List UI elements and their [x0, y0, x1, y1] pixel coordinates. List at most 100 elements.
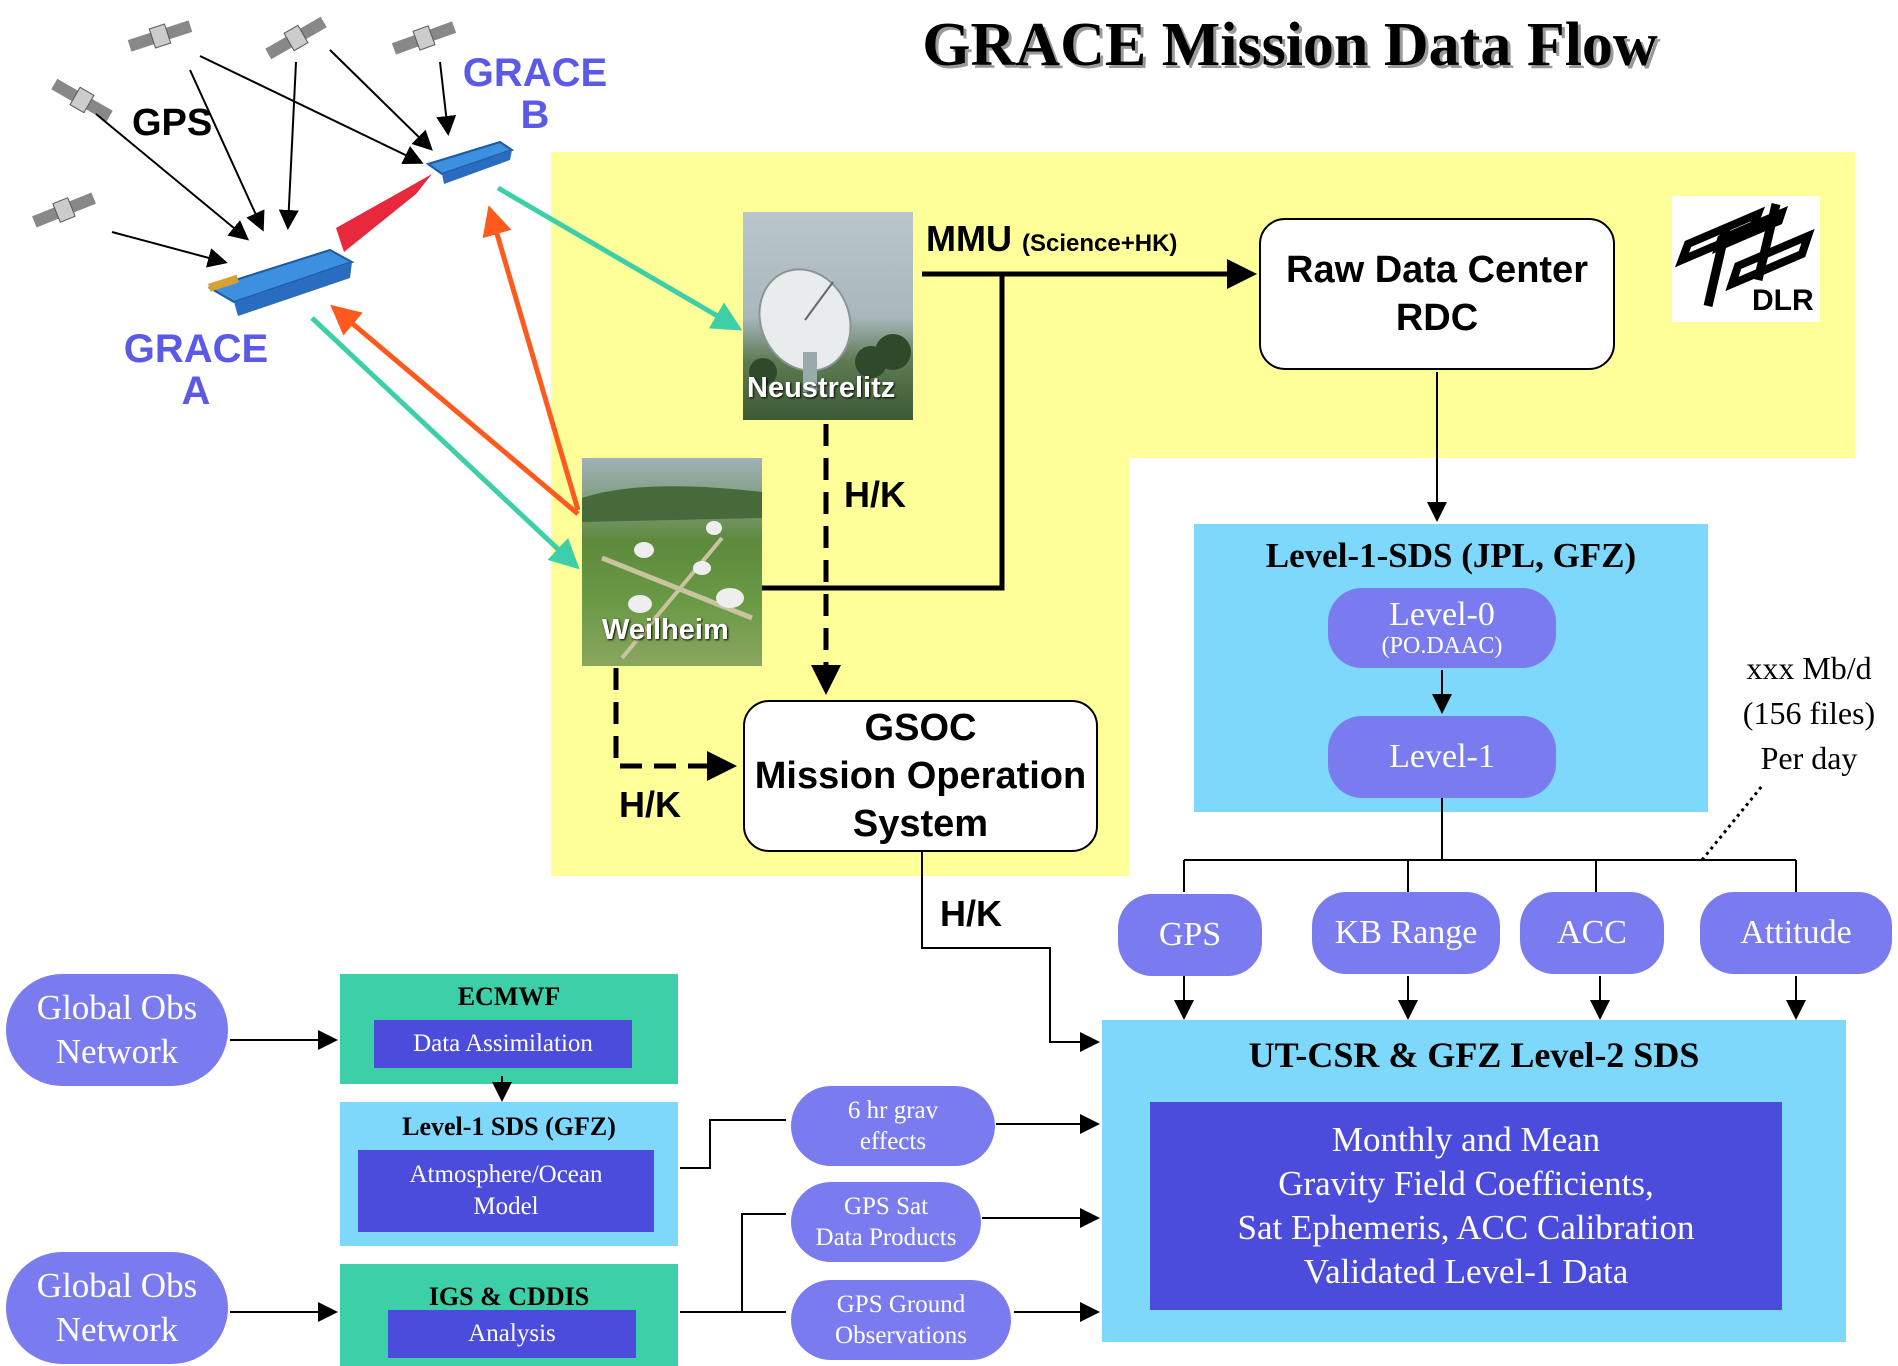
- hk-label-gsoc: H/K: [940, 893, 1002, 934]
- gsoc-line3: System: [852, 803, 989, 845]
- grace-a-label: GRACE A: [116, 328, 276, 412]
- igs-cddis-box: IGS & CDDIS Analysis: [340, 1264, 678, 1366]
- grace-b-label: GRACE B: [460, 52, 610, 136]
- raw-data-center-box: Raw Data Center RDC: [1259, 218, 1615, 370]
- volume-note-pointer: [1700, 785, 1764, 861]
- level2-sds-box: UT-CSR & GFZ Level-2 SDS Monthly and Mea…: [1102, 1020, 1846, 1342]
- downlink-grace-a-weilheim: [310, 316, 580, 570]
- gps-satellite-icon: [265, 16, 327, 60]
- level2-title: UT-CSR & GFZ Level-2 SDS: [1248, 1035, 1700, 1075]
- level2-line1: Monthly and Mean: [1331, 1120, 1601, 1159]
- global-obs-network-1: Global Obs Network: [6, 974, 228, 1086]
- global-obs-1-line1: Global Obs: [36, 988, 198, 1027]
- level0-text: Level-0: [1389, 595, 1495, 633]
- gps-ground-observations-pill: GPS Ground Observations: [791, 1280, 1011, 1360]
- gps-satellite-icon: [391, 21, 457, 55]
- gps-satellite-icon: [51, 78, 113, 122]
- grace-b-line1: GRACE: [462, 51, 608, 95]
- inter-satellite-link: [336, 174, 432, 252]
- gsoc-box: GSOC Mission Operation System: [743, 700, 1098, 852]
- grav-effects-line2: effects: [859, 1128, 927, 1155]
- igs-inner-box: Analysis: [388, 1310, 636, 1358]
- global-obs-2-line2: Network: [55, 1310, 179, 1349]
- gps-satellite-icon: [127, 20, 193, 52]
- global-obs-1-line2: Network: [55, 1032, 179, 1071]
- hk-label-neustrelitz: H/K: [844, 474, 906, 515]
- product-gps-text: GPS: [1158, 916, 1222, 953]
- level1-gfz-inner-line1: Atmosphere/Ocean: [409, 1161, 603, 1188]
- grace-b-satellite-icon: [425, 140, 515, 184]
- ecmwf-inner-text: Data Assimilation: [413, 1030, 593, 1057]
- page-title: GRACE Mission Data Flow: [922, 11, 1658, 79]
- gps-satellite-icon: [32, 192, 96, 228]
- grace-b-line2: B: [520, 93, 550, 137]
- gps-signal-arrows: [95, 49, 457, 268]
- uplink-weilheim-grace-a: [330, 304, 580, 516]
- gps-sat-line2: Data Products: [815, 1224, 957, 1251]
- gps-sat-products-pill: GPS Sat Data Products: [791, 1182, 981, 1262]
- level1-gfz-inner-line2: Model: [473, 1193, 539, 1220]
- product-kb-range-text: KB Range: [1334, 914, 1478, 951]
- weilheim-label: Weilheim: [602, 614, 729, 646]
- level1-distribution-tree: [1174, 798, 1806, 1020]
- level1-pill: Level-1: [1328, 716, 1556, 798]
- uplink-weilheim-grace-b: [482, 205, 581, 511]
- external-data-flows: [230, 1030, 1100, 1322]
- dlr-logo: DLR: [1672, 196, 1820, 322]
- grav-effects-line1: 6 hr grav: [847, 1097, 939, 1124]
- level2-line3: Sat Ephemeris, ACC Calibration: [1237, 1208, 1695, 1247]
- mmu-label: MMU (Science+HK): [926, 218, 1177, 260]
- neustrelitz-label: Neustrelitz: [747, 372, 896, 404]
- gps-constellation-label: GPS: [132, 102, 213, 144]
- level2-line4: Validated Level-1 Data: [1303, 1252, 1629, 1291]
- volume-note-line2: (156 files): [1742, 695, 1876, 731]
- volume-note-line3: Per day: [1760, 740, 1858, 776]
- level2-products-box: Monthly and Mean Gravity Field Coefficie…: [1150, 1102, 1782, 1310]
- gsoc-to-level2-link: [921, 852, 1100, 1052]
- global-obs-2-line1: Global Obs: [36, 1266, 198, 1305]
- grace-a-line1: GRACE: [123, 327, 269, 371]
- level1-gfz-title: Level-1 SDS (GFZ): [402, 1112, 616, 1141]
- rdc-line1: Raw Data Center: [1286, 249, 1588, 291]
- data-volume-note: xxx Mb/d (156 files) Per day: [1724, 646, 1894, 781]
- product-acc-text: ACC: [1557, 914, 1627, 951]
- ecmwf-inner-box: Data Assimilation: [374, 1020, 632, 1068]
- hk-weilheim-gsoc: [613, 668, 737, 781]
- gps-ground-line2: Observations: [835, 1322, 967, 1349]
- product-pill-gps: GPS: [1118, 894, 1262, 976]
- antenna-field-icon: [582, 486, 762, 660]
- weilheim-to-rdc-link: [762, 274, 1005, 591]
- weilheim-station-photo: Weilheim: [582, 458, 762, 666]
- igs-inner-text: Analysis: [468, 1320, 556, 1347]
- product-attitude-text: Attitude: [1740, 914, 1852, 951]
- grace-a-satellite-icon: [207, 248, 355, 316]
- level1-sds-title: Level-1-SDS (JPL, GFZ): [1265, 536, 1637, 575]
- product-pill-attitude: Attitude: [1700, 892, 1892, 974]
- ecmwf-box: ECMWF Data Assimilation: [340, 974, 678, 1084]
- level1-sds-jpl-gfz-box: Level-1-SDS (JPL, GFZ) Level-0 (PO.DAAC)…: [1194, 524, 1708, 812]
- rdc-line2: RDC: [1395, 297, 1479, 339]
- hk-label-weilheim: H/K: [619, 784, 681, 825]
- downlink-grace-b-neustrelitz: [496, 185, 743, 331]
- gsoc-line1: GSOC: [864, 707, 977, 749]
- level0-pill: Level-0 (PO.DAAC): [1328, 588, 1556, 668]
- product-pill-kb-range: KB Range: [1312, 892, 1500, 974]
- neustrelitz-station-photo: Neustrelitz: [743, 212, 913, 420]
- level2-line2: Gravity Field Coefficients,: [1278, 1164, 1654, 1203]
- ecmwf-title: ECMWF: [457, 982, 561, 1011]
- level1-gfz-inner-box: Atmosphere/Ocean Model: [358, 1150, 654, 1232]
- grav-effects-pill: 6 hr grav effects: [791, 1086, 995, 1166]
- volume-note-line1: xxx Mb/d: [1746, 650, 1872, 686]
- grace-a-line2: A: [181, 369, 211, 413]
- dlr-logo-mark-icon: [1674, 202, 1815, 308]
- satellite-dish-icon: [749, 268, 911, 392]
- dlr-logo-text: DLR: [1752, 284, 1814, 317]
- gps-ground-line1: GPS Ground: [836, 1291, 966, 1318]
- global-obs-network-2: Global Obs Network: [6, 1252, 228, 1364]
- level1-text: Level-1: [1389, 738, 1495, 775]
- igs-title: IGS & CDDIS: [428, 1282, 590, 1311]
- level0-sub-text: (PO.DAAC): [1381, 632, 1503, 659]
- gsoc-line2: Mission Operation: [754, 755, 1087, 797]
- gps-sat-line1: GPS Sat: [843, 1193, 929, 1220]
